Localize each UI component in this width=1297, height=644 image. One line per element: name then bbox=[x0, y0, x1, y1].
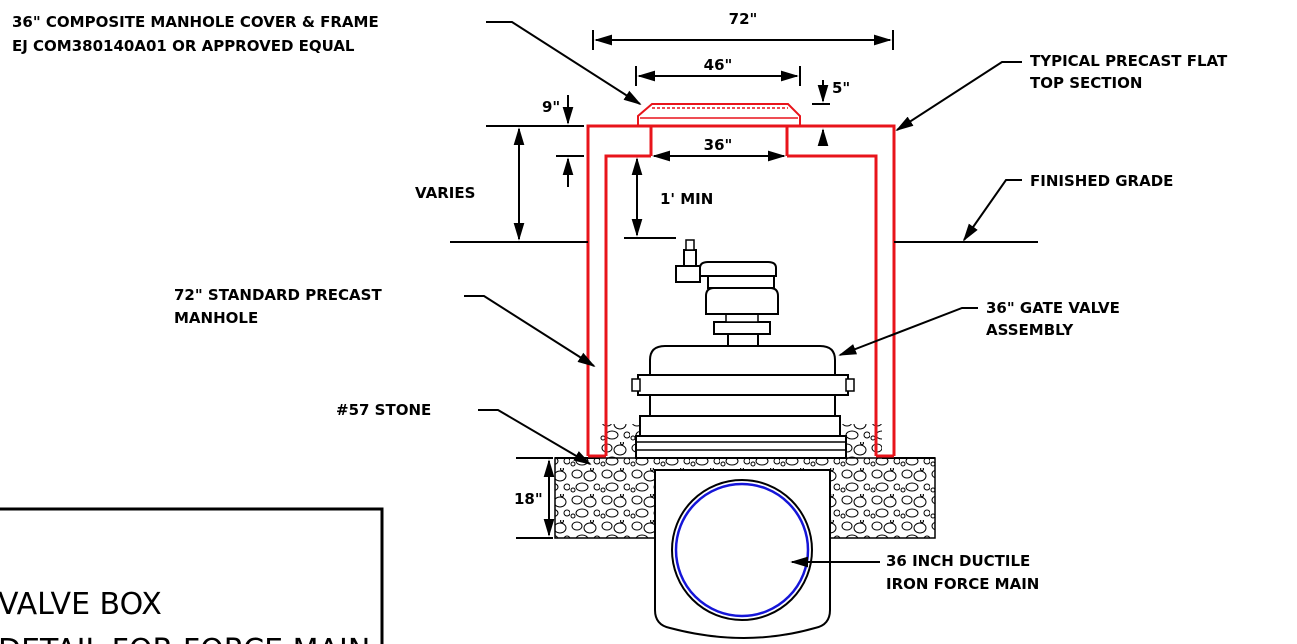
callout-stone: #57 STONE bbox=[336, 401, 592, 465]
manhole-cover-frame bbox=[637, 103, 801, 126]
dimension-5: 5" bbox=[812, 79, 850, 147]
dim-72-text: 72" bbox=[729, 10, 758, 28]
flat-top-label-1: TYPICAL PRECAST FLAT bbox=[1030, 52, 1228, 70]
callout-gate-valve: 36" GATE VALVE ASSEMBLY bbox=[838, 299, 1120, 356]
cover-label-1: 36" COMPOSITE MANHOLE COVER & FRAME bbox=[12, 13, 379, 31]
dim-36-text: 36" bbox=[704, 136, 733, 154]
dimension-36: 36" bbox=[652, 136, 786, 162]
dim-1min-text: 1' MIN bbox=[660, 190, 713, 208]
callout-cover: 36" COMPOSITE MANHOLE COVER & FRAME EJ C… bbox=[12, 13, 642, 105]
callout-flat-top: TYPICAL PRECAST FLAT TOP SECTION bbox=[895, 52, 1228, 131]
dimension-varies: VARIES bbox=[415, 125, 584, 241]
dimension-9: 9" bbox=[542, 95, 584, 187]
force-main-pipe bbox=[654, 469, 831, 639]
dim-9-text: 9" bbox=[542, 98, 560, 116]
gate-valve-label-2: ASSEMBLY bbox=[986, 321, 1074, 339]
title-line-2: DETAIL FOR FORCE MAIN bbox=[0, 633, 370, 644]
dimension-1-min: 1' MIN bbox=[624, 157, 713, 239]
dimension-72: 72" bbox=[592, 10, 894, 50]
dimension-46: 46" bbox=[635, 56, 801, 86]
precast-manhole bbox=[586, 124, 896, 458]
finished-grade-label: FINISHED GRADE bbox=[1030, 172, 1173, 190]
gate-valve-label-1: 36" GATE VALVE bbox=[986, 299, 1120, 317]
title-line-1: VALVE BOX bbox=[0, 587, 162, 622]
flat-top-label-2: TOP SECTION bbox=[1030, 74, 1142, 92]
callout-finished-grade: FINISHED GRADE bbox=[962, 172, 1173, 242]
manhole-label-1: 72" STANDARD PRECAST bbox=[174, 286, 382, 304]
callout-manhole: 72" STANDARD PRECAST MANHOLE bbox=[174, 286, 596, 367]
stone-label: #57 STONE bbox=[336, 401, 431, 419]
callout-force-main: 36 INCH DUCTILE IRON FORCE MAIN bbox=[790, 552, 1039, 593]
cover-label-2: EJ COM380140A01 OR APPROVED EQUAL bbox=[12, 37, 355, 55]
title-block: VALVE BOX DETAIL FOR FORCE MAIN bbox=[0, 507, 384, 644]
dim-46-text: 46" bbox=[704, 56, 733, 74]
gate-valve-assembly bbox=[631, 239, 855, 459]
dim-varies-text: VARIES bbox=[415, 184, 475, 202]
dim-18-text: 18" bbox=[514, 490, 543, 508]
dimension-18: 18" bbox=[514, 457, 555, 539]
force-main-label-2: IRON FORCE MAIN bbox=[886, 575, 1039, 593]
manhole-label-2: MANHOLE bbox=[174, 309, 258, 327]
pipe-circle-icon bbox=[674, 482, 810, 618]
dim-5-text: 5" bbox=[832, 79, 850, 97]
force-main-label-1: 36 INCH DUCTILE bbox=[886, 552, 1030, 570]
